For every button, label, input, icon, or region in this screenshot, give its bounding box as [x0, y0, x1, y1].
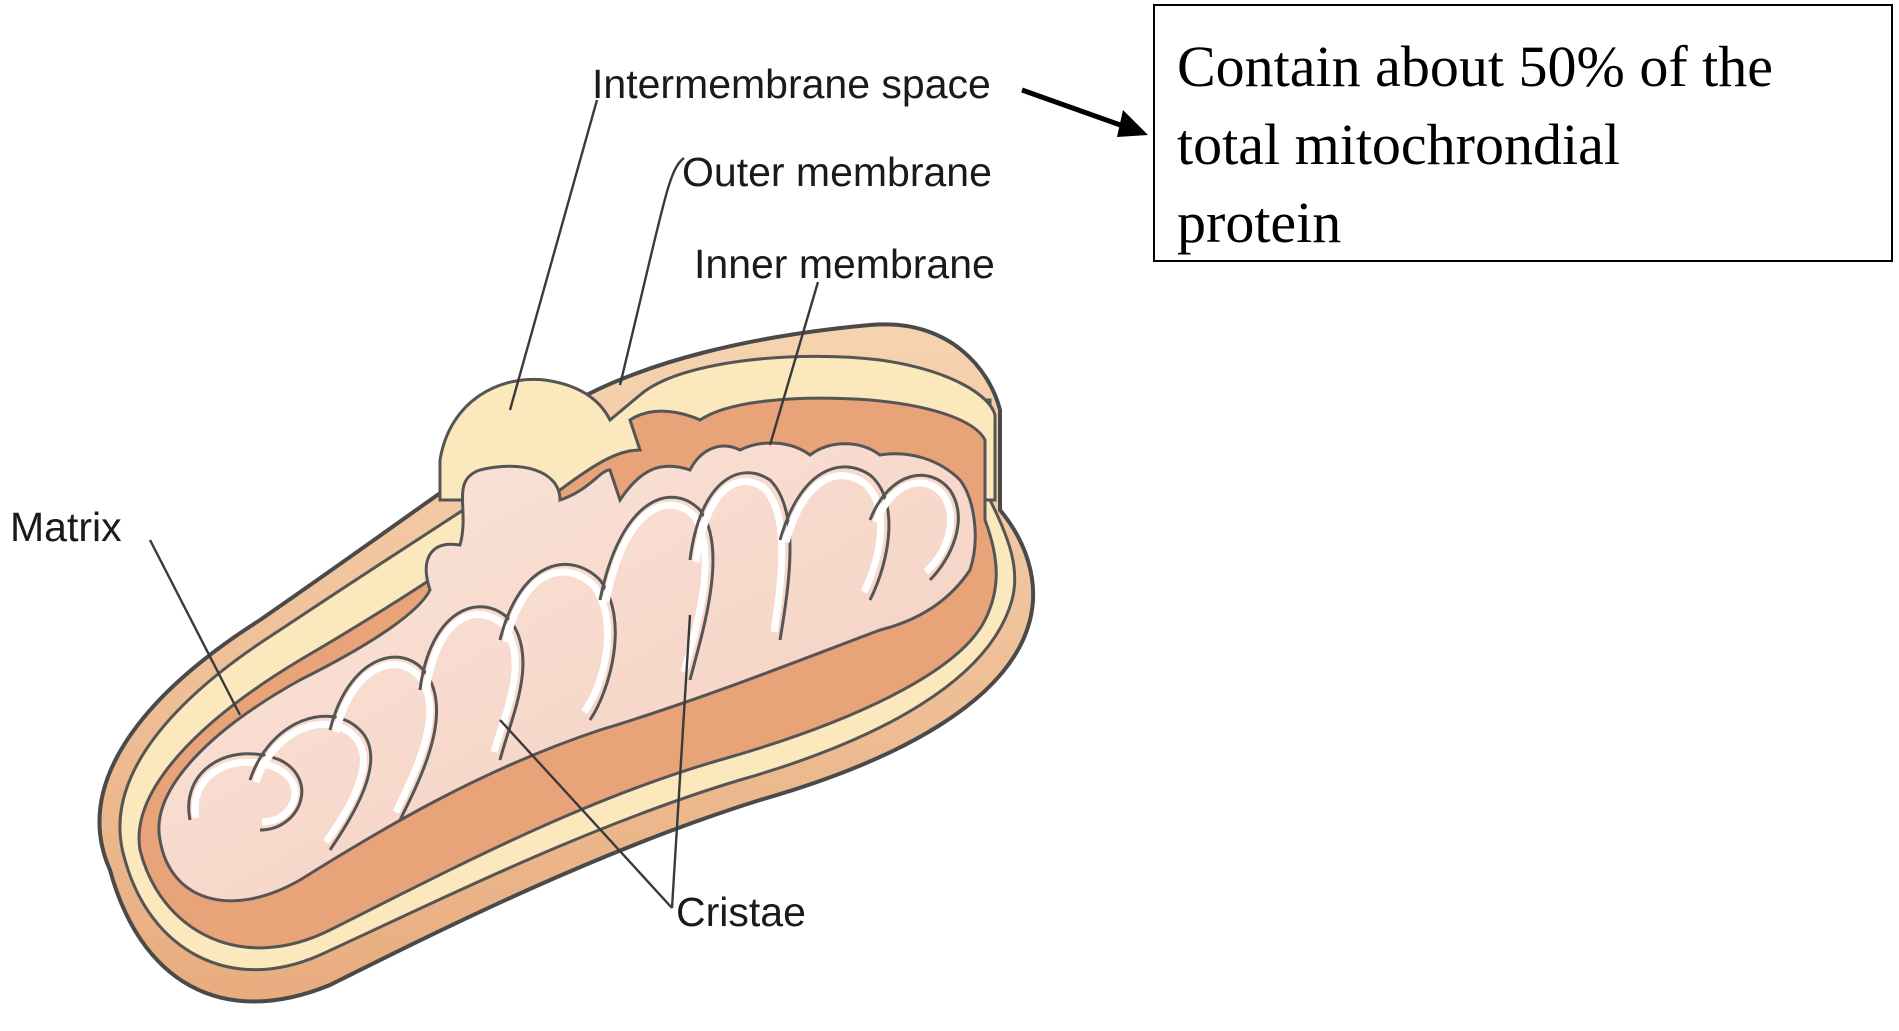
note-line-2: total mitochrondial: [1177, 106, 1877, 184]
label-matrix: Matrix: [10, 504, 122, 550]
note-line-3: protein: [1177, 184, 1877, 262]
label-cristae: Cristae: [676, 889, 806, 935]
arrow-head-icon: [1117, 110, 1148, 137]
label-outer-membrane: Outer membrane: [682, 149, 992, 195]
leader-intermembrane-space: [510, 100, 597, 410]
label-intermembrane-space: Intermembrane space: [592, 61, 991, 107]
note-line-1: Contain about 50% of the: [1177, 28, 1877, 106]
leader-outer-membrane: [620, 158, 684, 385]
note-box: Contain about 50% of the total mitochron…: [1153, 4, 1893, 262]
label-inner-membrane: Inner membrane: [694, 241, 995, 287]
